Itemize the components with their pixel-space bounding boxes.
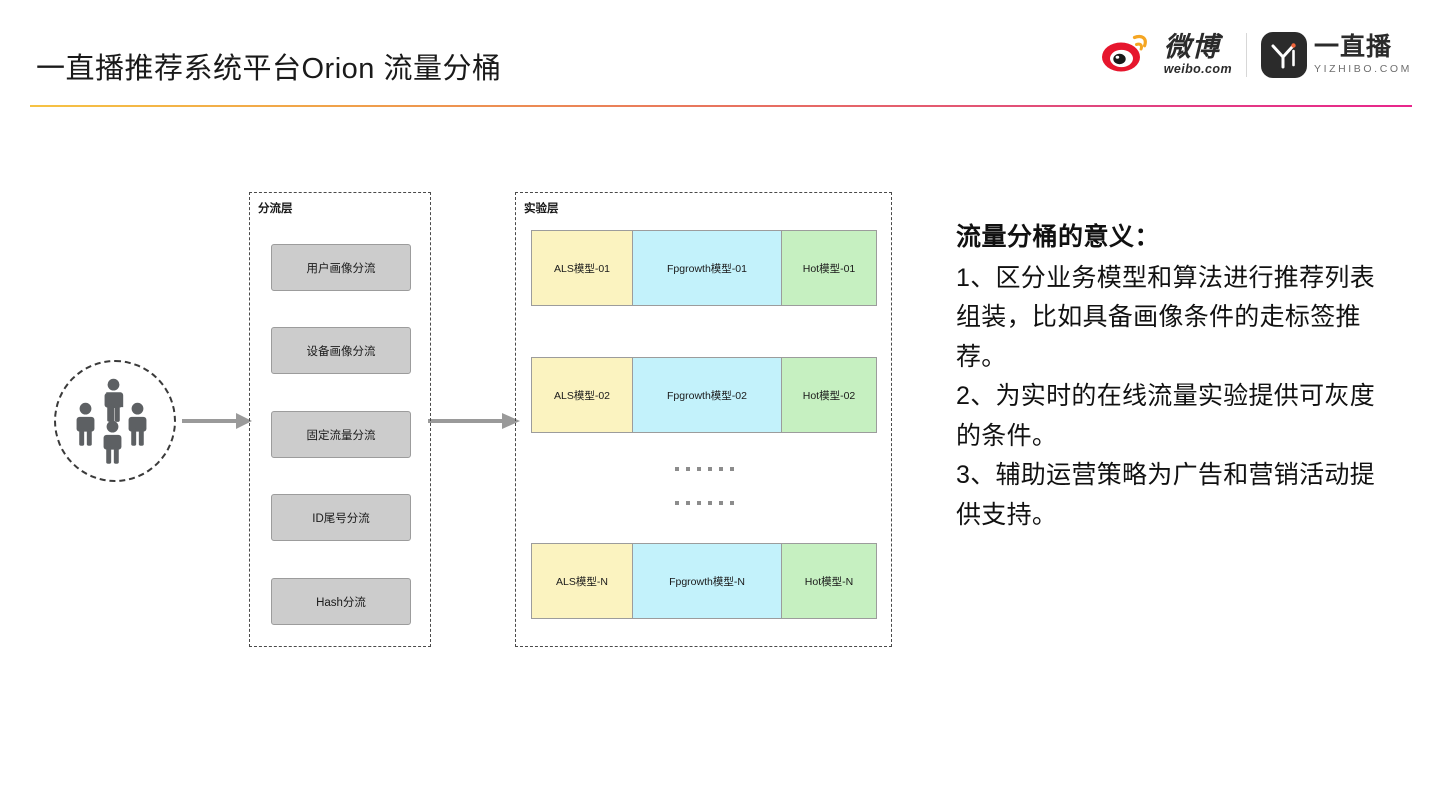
experiment-cell-fpgrowth-n[interactable]: Fpgrowth模型-N [633, 543, 781, 619]
logo-divider [1245, 33, 1247, 77]
ellipsis-dot [730, 501, 734, 505]
weibo-wordmark: 微博 weibo.com [1164, 34, 1232, 76]
title-underline-rule [30, 105, 1412, 107]
ellipsis-dot [708, 501, 712, 505]
yizhibo-name-cn: 一直播 [1313, 33, 1392, 62]
ellipsis-dot [719, 467, 723, 471]
experiment-cell-als-n[interactable]: ALS模型-N [531, 543, 633, 619]
ellipsis-dot [730, 467, 734, 471]
ellipsis-dot [675, 467, 679, 471]
experiment-cell-hot-01[interactable]: Hot模型-01 [781, 230, 877, 306]
experiment-ellipsis-row-1 [516, 467, 893, 471]
ellipsis-dot [697, 501, 701, 505]
arrow-split-layer-to-experiment-layer [428, 413, 520, 429]
weibo-logo: 微博 weibo.com [1101, 31, 1232, 80]
split-layer-panel: 分流层 用户画像分流 设备画像分流 固定流量分流 ID尾号分流 Hash分流 [249, 192, 431, 647]
experiment-cell-fpgrowth-01[interactable]: Fpgrowth模型-01 [633, 230, 781, 306]
experiment-row-n: ALS模型-N Fpgrowth模型-N Hot模型-N [531, 543, 877, 619]
audience-group-circle [54, 360, 176, 482]
split-box-fixed-traffic[interactable]: 固定流量分流 [271, 411, 411, 458]
yizhibo-wordmark: 一直播 YIZHIBO.COM [1314, 35, 1412, 75]
experiment-row-01: ALS模型-01 Fpgrowth模型-01 Hot模型-01 [531, 230, 877, 306]
split-box-user-profile[interactable]: 用户画像分流 [271, 244, 411, 291]
yizhibo-name-en: YIZHIBO.COM [1313, 63, 1412, 76]
experiment-cell-fpgrowth-02[interactable]: Fpgrowth模型-02 [633, 357, 781, 433]
ellipsis-dot [686, 501, 690, 505]
yizhibo-app-icon [1260, 32, 1307, 78]
ellipsis-dot [719, 501, 723, 505]
logo-area: 微博 weibo.com 一直播 YIZHIBO.COM [1101, 26, 1412, 84]
ellipsis-dot [708, 467, 712, 471]
people-icons [76, 378, 147, 464]
yizhibo-logo: 一直播 YIZHIBO.COM [1260, 32, 1412, 78]
split-box-device-profile[interactable]: 设备画像分流 [271, 327, 411, 374]
split-box-id-suffix[interactable]: ID尾号分流 [271, 494, 411, 541]
ellipsis-dot [675, 501, 679, 505]
notes-item-3: 3、辅助运营策略为广告和营销活动提供支持。 [956, 461, 1376, 529]
weibo-eye-icon [1101, 31, 1157, 80]
notes-item-1: 1、区分业务模型和算法进行推荐列表组装，比如具备画像条件的走标签推荐。 [956, 263, 1376, 371]
weibo-name-en: weibo.com [1163, 62, 1232, 77]
experiment-layer-label: 实验层 [524, 203, 559, 215]
experiment-cell-als-02[interactable]: ALS模型-02 [531, 357, 633, 433]
page-title: 一直播推荐系统平台Orion 流量分桶 [36, 53, 502, 85]
arrow-audience-to-split-layer [182, 413, 252, 429]
split-box-hash[interactable]: Hash分流 [271, 578, 411, 625]
ellipsis-dot [697, 467, 701, 471]
experiment-cell-als-01[interactable]: ALS模型-01 [531, 230, 633, 306]
experiment-cell-hot-02[interactable]: Hot模型-02 [781, 357, 877, 433]
weibo-name-cn: 微博 [1163, 32, 1220, 63]
experiment-row-02: ALS模型-02 Fpgrowth模型-02 Hot模型-02 [531, 357, 877, 433]
split-layer-label: 分流层 [258, 203, 293, 215]
experiment-cell-hot-n[interactable]: Hot模型-N [781, 543, 877, 619]
notes-item-2: 2、为实时的在线流量实验提供可灰度的条件。 [956, 382, 1376, 450]
experiment-ellipsis-row-2 [516, 501, 893, 505]
experiment-layer-panel: 实验层 ALS模型-01 Fpgrowth模型-01 Hot模型-01 ALS模… [515, 192, 892, 647]
ellipsis-dot [686, 467, 690, 471]
notes-panel: 流量分桶的意义： 1、区分业务模型和算法进行推荐列表组装，比如具备画像条件的走标… [956, 218, 1376, 535]
notes-heading: 流量分桶的意义： [956, 223, 1161, 251]
